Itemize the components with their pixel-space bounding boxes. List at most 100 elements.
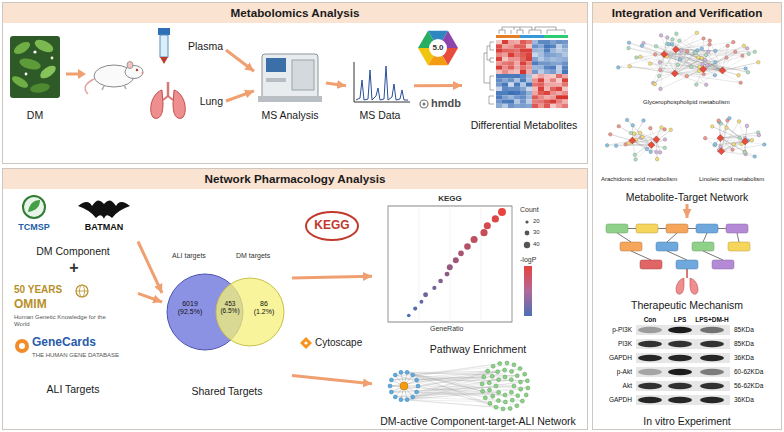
kegg-dot-plot-part <box>480 229 487 236</box>
heatmap-part <box>520 57 526 61</box>
herb-photo-part <box>33 50 36 53</box>
heatmap-part <box>508 70 514 74</box>
ms-spectrum <box>354 62 410 102</box>
flow-arrow <box>226 91 254 101</box>
heatmap-part <box>526 57 532 61</box>
metabolite-target-graph-part <box>630 66 675 73</box>
pathway-name: Linoleic acid metabolism <box>698 176 765 183</box>
metabolite-target-graph-part <box>653 53 657 57</box>
heatmap-part <box>550 53 556 57</box>
heatmap-part <box>502 40 508 44</box>
pathway-name: Glycerophospholipid metabolism <box>642 99 731 106</box>
network-graph-part <box>503 400 507 404</box>
step-caption: DM <box>27 109 43 121</box>
metabolite-target-graph-part <box>723 62 759 70</box>
kegg-dot-plot-part <box>407 314 411 318</box>
logo-text: OMIM <box>14 298 47 312</box>
heatmap-part <box>532 61 538 65</box>
metabolite-target-graph-part <box>653 136 660 143</box>
heatmap-part <box>538 74 544 78</box>
metabolite-target-graph-part <box>658 61 662 65</box>
heatmap-part <box>526 44 532 48</box>
step-caption: Shared Targets <box>191 385 262 397</box>
western-blot-part <box>668 327 692 334</box>
heatmap-part <box>538 78 544 82</box>
network-graph-part <box>399 370 403 374</box>
heatmap-part <box>514 91 520 95</box>
metabolite-target-graph-part <box>659 68 663 72</box>
mass-spectrometer-part <box>258 96 322 102</box>
metabolite-target-graph-part <box>632 120 643 140</box>
pathway-diagram-part <box>606 224 628 233</box>
heatmap-part <box>538 91 544 95</box>
heatmap-part <box>556 70 562 74</box>
network-graph-part <box>411 395 415 399</box>
flow-arrow <box>138 293 162 302</box>
network-graph-part <box>413 375 528 388</box>
metabolite-target-graph-part <box>703 44 709 69</box>
heatmap-part <box>526 70 532 74</box>
metabolite-target-graph-part <box>696 56 700 60</box>
network-graph-part <box>395 375 496 407</box>
heatmap-part <box>556 44 562 48</box>
heatmap-part <box>550 104 556 108</box>
heatmap-part <box>532 78 538 82</box>
heatmap-part <box>520 104 526 108</box>
network-graph-part <box>483 396 487 400</box>
metabolite-target-graph-part <box>753 50 757 54</box>
heatmap-part <box>526 74 532 78</box>
heatmap-part <box>556 40 562 44</box>
western-blot-part <box>638 397 662 404</box>
heatmap-part <box>544 70 550 74</box>
tcmsp-logo-part <box>28 200 40 212</box>
metabolite-target-graph-part <box>640 57 674 74</box>
heatmap-part <box>520 35 526 38</box>
herb-photo-part <box>18 56 42 71</box>
metabolite-target-graph-part <box>663 128 667 132</box>
heatmap-part <box>520 78 526 82</box>
metabolite-target-graph-part <box>642 119 646 123</box>
flow-arrow-decor-part <box>66 73 78 76</box>
heatmap-part <box>520 44 526 48</box>
step-node: Shared Targets <box>162 248 292 398</box>
kegg-dot-plot-part <box>464 243 471 250</box>
cytoscape-logo-part <box>304 341 307 344</box>
pathway-diagram-part <box>690 278 698 294</box>
metabolite-target-graph-part <box>629 137 636 144</box>
mass-spectrometer <box>258 54 322 102</box>
venn-diagram <box>167 274 284 350</box>
molecular-weight: 85KDa <box>734 326 754 333</box>
network-graph-part <box>496 399 500 403</box>
step-caption: DM-active Component-target-ALI Network <box>380 415 576 427</box>
heatmap-part <box>526 104 532 108</box>
heatmap-part <box>562 61 568 65</box>
network-graph-part <box>497 378 501 382</box>
step-caption: DM Component <box>36 245 110 257</box>
heatmap-part <box>532 49 538 53</box>
logo-text: hmdb <box>431 97 461 110</box>
kegg-logo <box>306 212 358 240</box>
network-graph-part <box>407 372 503 409</box>
heatmap-part <box>550 70 556 74</box>
heatmap-part <box>496 87 502 91</box>
pathway-diagram-part <box>620 242 642 251</box>
heatmap-part <box>502 91 508 95</box>
metabolite-target-graph-part <box>743 150 747 154</box>
heatmap-part <box>550 57 556 61</box>
lane-name: LPS <box>662 316 698 323</box>
kegg-dot-plot-part <box>413 307 417 311</box>
heatmap-part <box>508 74 514 78</box>
metabolite-target-graph-part <box>708 43 712 47</box>
heatmap-part <box>502 95 508 99</box>
heatmap-part <box>562 44 568 48</box>
metabolite-target-graph-part <box>632 132 636 136</box>
genecards-logo-part <box>15 339 29 353</box>
metabolite-target-graph-part <box>757 60 761 64</box>
metabolite-target-graph-part <box>656 46 703 69</box>
metabolite-target-graph-part <box>702 72 706 76</box>
metabolite-target-graph-part <box>679 49 683 53</box>
step-node: Plasma <box>146 26 226 66</box>
legend-value: 30 <box>533 229 540 236</box>
step-node: Therapeutic Mechanism <box>598 218 776 312</box>
